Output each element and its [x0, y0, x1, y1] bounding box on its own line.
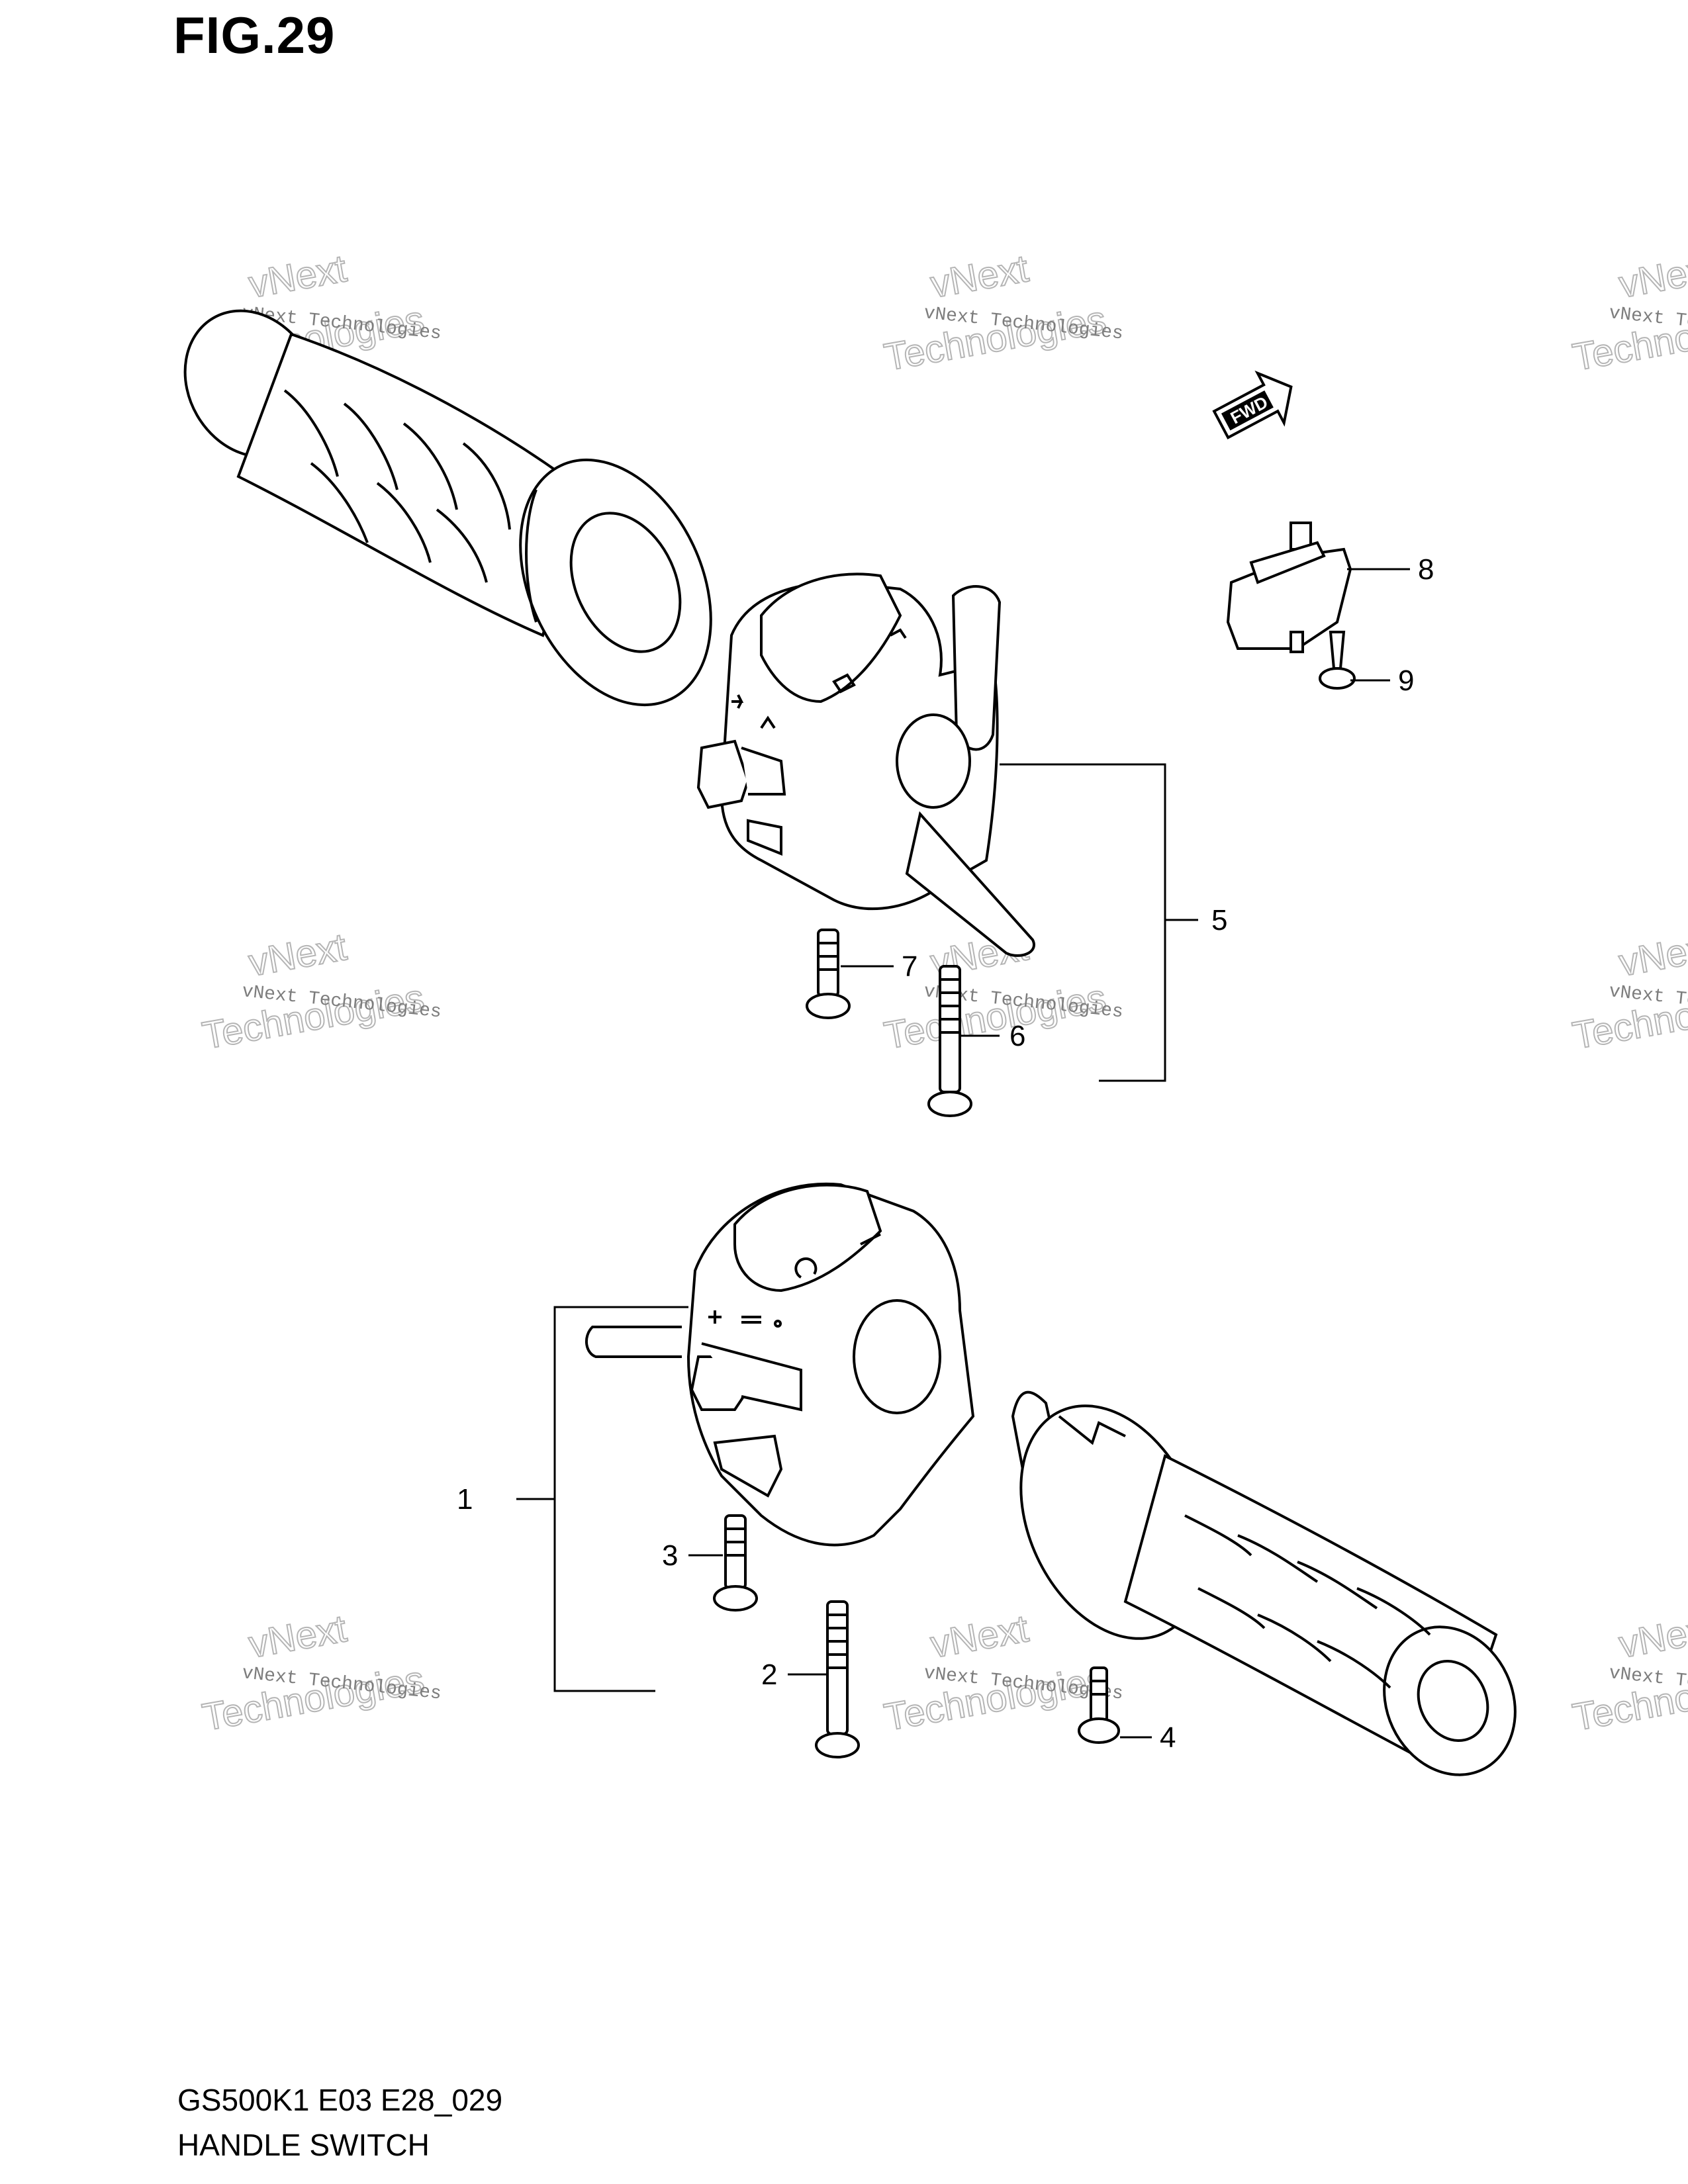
svg-text:vNext: vNext: [1616, 925, 1688, 985]
right-grip-lower: [1011, 1390, 1517, 1776]
left-switch-housing: [585, 1182, 975, 1547]
callout-7: 7: [902, 950, 917, 983]
watermark-bottom-right: vNext Technologies vNext Technologies: [1569, 1606, 1688, 1740]
callout-6: 6: [1009, 1020, 1025, 1052]
model-code: GS500K1 E03 E28_029: [177, 2083, 503, 2117]
screw-9: [1319, 631, 1356, 690]
screw-3: [713, 1514, 758, 1612]
screw-2: [815, 1600, 860, 1758]
screw-6: [927, 965, 972, 1117]
watermark-bottom-left: vNext Technologies vNext Technologies: [199, 1606, 442, 1740]
watermark-top-center: vNext Technologies vNext Technologies: [880, 246, 1124, 380]
watermark-middle-right: vNext Technologies vNext Technologies: [1569, 925, 1688, 1058]
fwd-direction-badge: FWD: [1212, 370, 1293, 439]
callout-8: 8: [1418, 553, 1434, 586]
svg-text:vNext: vNext: [246, 925, 350, 985]
leader-lines: [516, 568, 1410, 1739]
brake-switch: [1226, 522, 1352, 653]
callout-3: 3: [662, 1539, 678, 1572]
callout-4: 4: [1160, 1721, 1176, 1754]
callout-9: 9: [1398, 664, 1414, 697]
screw-7: [806, 929, 851, 1019]
svg-text:vNext: vNext: [1616, 1607, 1688, 1666]
svg-text:vNext: vNext: [246, 247, 350, 306]
svg-text:vNext: vNext: [246, 1607, 350, 1666]
callout-1: 1: [457, 1483, 473, 1516]
right-switch-housing: [696, 572, 1035, 957]
section-name: HANDLE SWITCH: [177, 2128, 430, 2162]
figure-title: FIG.29: [173, 6, 336, 64]
watermark-top-right: vNext Technologies vNext Technologies: [1569, 246, 1688, 380]
callout-5: 5: [1211, 904, 1227, 936]
watermark-bottom-center: vNext Technologies vNext Technologies: [880, 1606, 1124, 1740]
left-grip-upper: [183, 309, 712, 707]
screw-4: [1078, 1666, 1120, 1744]
svg-text:vNext: vNext: [1616, 247, 1688, 306]
callout-2: 2: [761, 1659, 777, 1691]
svg-text:vNext: vNext: [927, 1607, 1031, 1666]
svg-text:vNext: vNext: [927, 247, 1031, 306]
watermark-middle-left: vNext Technologies vNext Technologies: [199, 925, 442, 1058]
